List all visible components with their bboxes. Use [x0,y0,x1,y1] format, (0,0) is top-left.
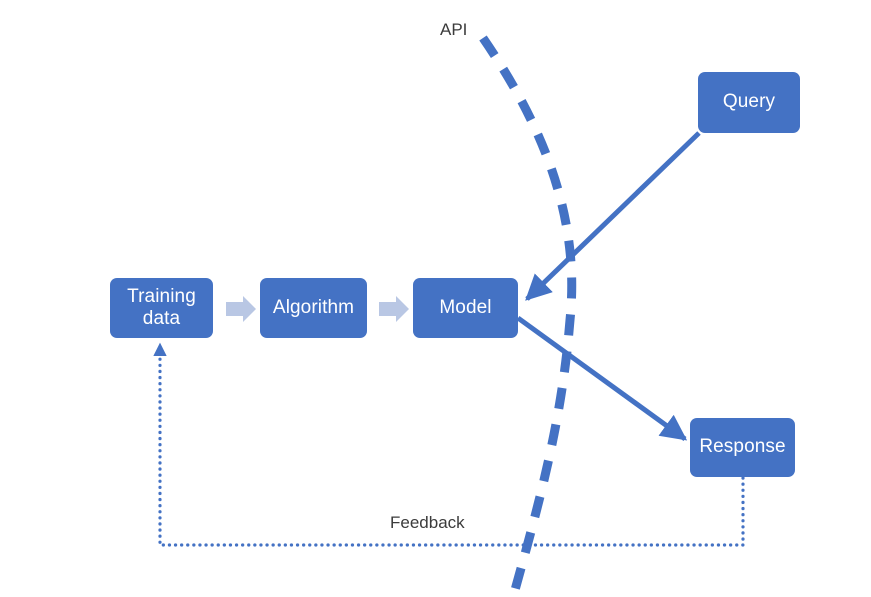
node-response-label: Response [699,436,786,458]
node-query[interactable]: Query [698,72,800,133]
block-arrow-algorithm-to-model [379,296,409,322]
node-training-data[interactable]: Training data [110,278,213,338]
dotted-feedback-path [153,342,745,547]
node-training-data-label: Training data [127,285,196,329]
node-model-label: Model [439,296,492,318]
api-boundary-dashed-curve [479,35,577,592]
node-response[interactable]: Response [690,418,795,477]
node-algorithm[interactable]: Algorithm [260,278,367,338]
feedback-label: Feedback [390,513,465,532]
node-algorithm-label: Algorithm [272,296,355,318]
arrow-model-to-response [516,315,688,442]
api-label: API [440,20,468,39]
block-arrow-training-to-algorithm [226,296,256,322]
node-query-label: Query [722,91,776,113]
arrow-query-to-model [525,131,701,301]
node-model[interactable]: Model [413,278,518,338]
